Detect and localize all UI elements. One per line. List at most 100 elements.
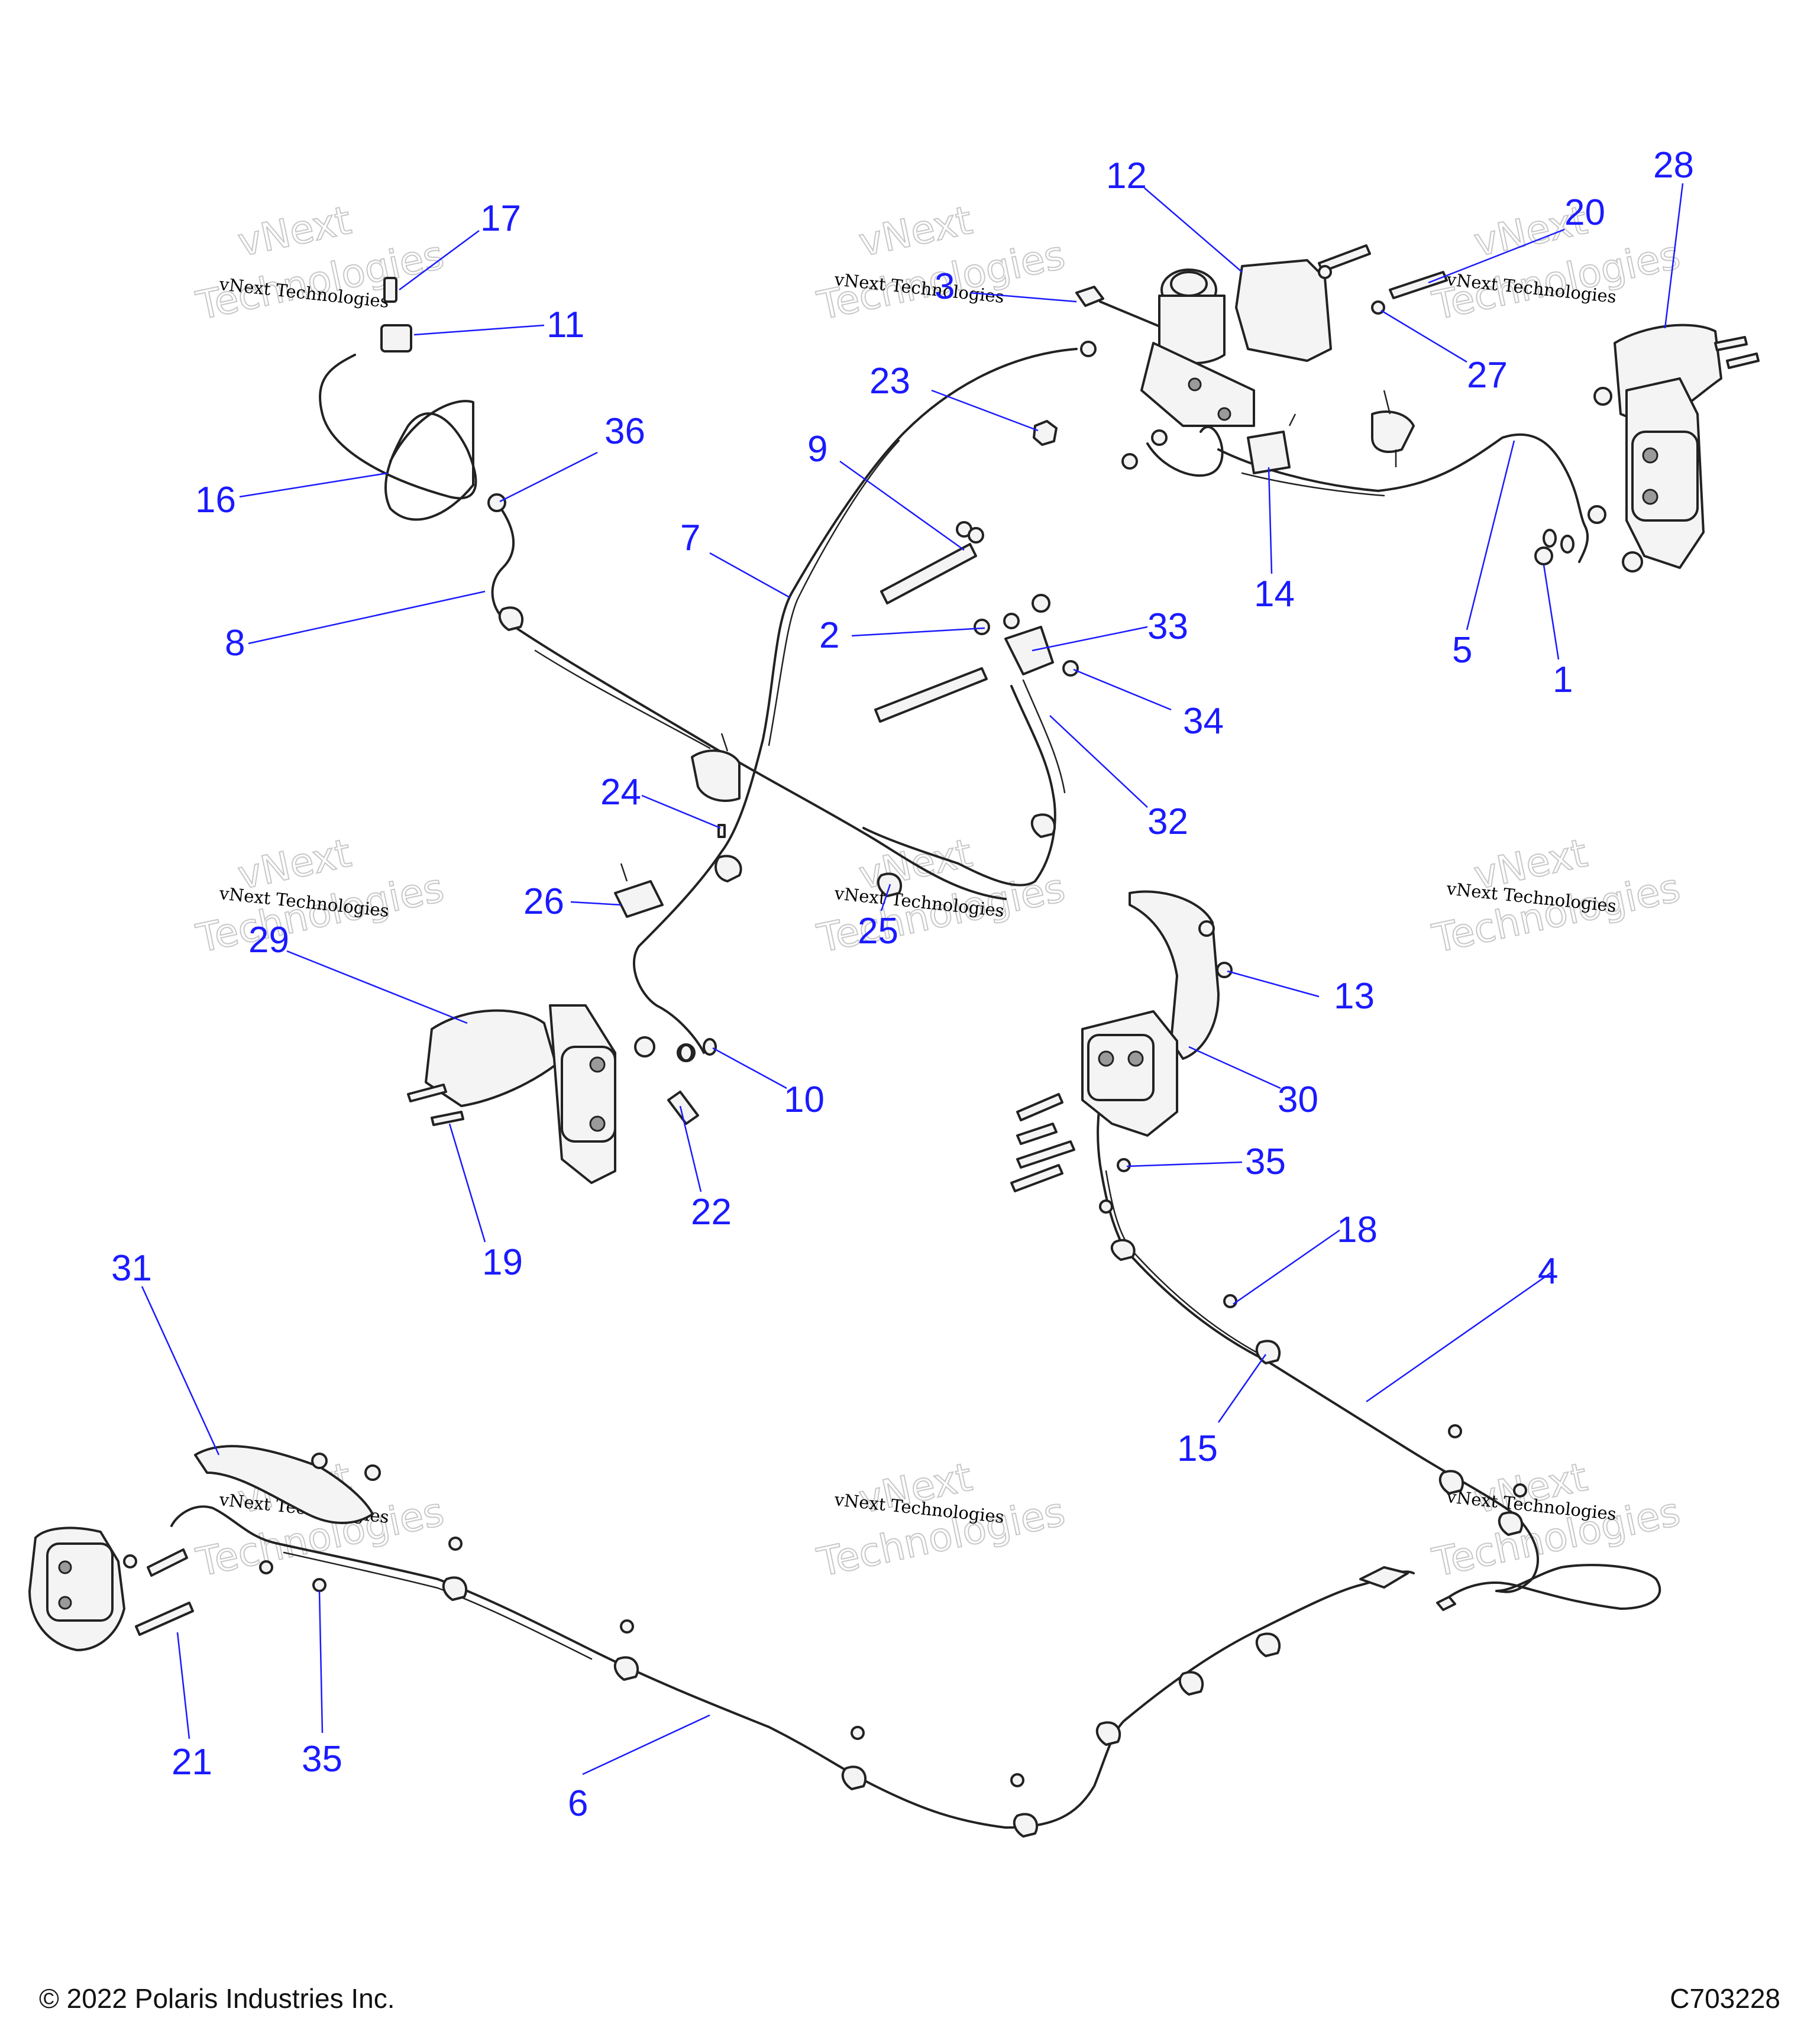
brake-line-32-b bbox=[1022, 679, 1066, 794]
clip-6g bbox=[1255, 1632, 1281, 1657]
callout-24: 24 bbox=[600, 772, 641, 813]
callout-7: 7 bbox=[680, 518, 700, 558]
bolt-31c bbox=[364, 1464, 381, 1481]
fitting bbox=[1080, 341, 1097, 357]
bolt-1 bbox=[1534, 546, 1553, 565]
bolt-31a bbox=[147, 1548, 188, 1577]
brake-line-32 bbox=[862, 685, 1056, 887]
leader-lines bbox=[141, 183, 1684, 1775]
clip-4a bbox=[1110, 1238, 1136, 1261]
bolt-31b bbox=[311, 1453, 328, 1469]
callout-21: 21 bbox=[172, 1742, 212, 1783]
washer-1a bbox=[1560, 535, 1574, 554]
callout-9: 9 bbox=[807, 429, 827, 470]
bolt-2 bbox=[974, 619, 990, 635]
washer-31 bbox=[123, 1554, 137, 1568]
bolt-13a bbox=[1198, 920, 1215, 937]
brake-line-7 bbox=[633, 348, 1078, 1054]
fastener-35 bbox=[1117, 1158, 1131, 1172]
caliper-29 bbox=[561, 1046, 616, 1143]
guard-30 bbox=[1129, 890, 1220, 1060]
clip-6b bbox=[613, 1656, 639, 1681]
bolt-28e bbox=[1622, 551, 1643, 573]
brake-line-5-inner bbox=[1241, 472, 1385, 497]
washer-1b bbox=[1543, 529, 1557, 548]
washer-10b bbox=[703, 1038, 717, 1056]
screw-24 bbox=[717, 824, 726, 838]
callout-26: 26 bbox=[523, 881, 564, 922]
clip-4b bbox=[1438, 1470, 1464, 1495]
fastener bbox=[259, 1560, 273, 1574]
fitting-3 bbox=[1075, 286, 1104, 307]
clip-14 bbox=[1247, 431, 1291, 474]
callout-36: 36 bbox=[604, 411, 645, 452]
callout-6: 6 bbox=[568, 1783, 588, 1824]
brake-lines bbox=[170, 348, 1661, 1829]
fastener bbox=[448, 1537, 463, 1551]
fastener bbox=[1513, 1483, 1527, 1498]
bolt-29 bbox=[407, 1084, 447, 1102]
callout-23: 23 bbox=[869, 361, 910, 402]
shield-12 bbox=[1235, 259, 1332, 362]
fitting-9 bbox=[880, 543, 977, 604]
callout-31: 31 bbox=[111, 1248, 152, 1289]
brake-line-5 bbox=[1217, 433, 1589, 563]
washer bbox=[1121, 453, 1138, 470]
copyright-text: © 2022 Polaris Industries Inc. bbox=[39, 1983, 395, 2014]
watermark: vNext Technologies bbox=[192, 197, 448, 329]
bolt-28a bbox=[1714, 336, 1748, 351]
callout-20: 20 bbox=[1564, 192, 1605, 233]
clip-26 bbox=[614, 880, 664, 918]
caliper-28 bbox=[1631, 431, 1699, 522]
brake-line-6-inner bbox=[283, 1551, 593, 1660]
bolt-21 bbox=[135, 1602, 194, 1636]
clip-top-right bbox=[1371, 410, 1415, 453]
washer-10a bbox=[679, 1044, 693, 1062]
bolt-30b bbox=[1016, 1123, 1058, 1145]
callout-34: 34 bbox=[1183, 701, 1224, 742]
callout-33: 33 bbox=[1147, 606, 1188, 647]
callout-17: 17 bbox=[480, 198, 521, 239]
clip-15 bbox=[1255, 1340, 1281, 1364]
fastener bbox=[1448, 1424, 1462, 1438]
clip-8b bbox=[498, 606, 524, 631]
block-11 bbox=[380, 324, 412, 352]
clip-8 bbox=[691, 749, 741, 802]
clip-6c bbox=[841, 1765, 867, 1790]
fitting-rear-hose bbox=[1436, 1596, 1456, 1611]
brake-line-7-inner bbox=[768, 439, 900, 746]
rear-hose-loop bbox=[1448, 1564, 1661, 1610]
bolt-30c bbox=[1016, 1140, 1075, 1169]
callout-28: 28 bbox=[1653, 145, 1694, 186]
callout-13: 13 bbox=[1334, 976, 1375, 1017]
callout-27: 27 bbox=[1467, 355, 1508, 396]
bolt-30a bbox=[1016, 1093, 1063, 1121]
union-33 bbox=[1004, 626, 1054, 675]
callout-2: 2 bbox=[819, 615, 839, 656]
brake-line-4 bbox=[1097, 1052, 1539, 1593]
bolt-19 bbox=[431, 1111, 464, 1126]
brake-line-4-inner bbox=[1105, 1170, 1273, 1361]
bracket-31 bbox=[194, 1445, 374, 1524]
fitting-6 bbox=[1359, 1566, 1409, 1589]
fastener bbox=[1010, 1773, 1024, 1787]
callout-14: 14 bbox=[1254, 574, 1295, 615]
nut-23 bbox=[1033, 420, 1058, 446]
callout-35-top: 35 bbox=[1245, 1141, 1286, 1182]
fastener-35b bbox=[312, 1578, 326, 1592]
callout-30: 30 bbox=[1278, 1079, 1318, 1120]
bolt-29b bbox=[634, 1036, 655, 1057]
master-cylinder bbox=[1140, 269, 1255, 427]
callout-labels: 17 11 36 16 8 12 3 20 27 28 23 9 7 2 33 … bbox=[111, 145, 1694, 1824]
callout-8: 8 bbox=[225, 623, 245, 664]
callout-25: 25 bbox=[858, 911, 898, 952]
clip-6f bbox=[1178, 1671, 1204, 1696]
fastener bbox=[620, 1619, 634, 1634]
callout-11: 11 bbox=[547, 305, 584, 345]
callout-32: 32 bbox=[1147, 801, 1188, 842]
washer bbox=[1151, 429, 1168, 446]
callout-18: 18 bbox=[1337, 1209, 1378, 1250]
clip-6d bbox=[1013, 1813, 1039, 1838]
bolt-13 bbox=[1216, 962, 1233, 978]
callout-22: 22 bbox=[691, 1192, 732, 1233]
